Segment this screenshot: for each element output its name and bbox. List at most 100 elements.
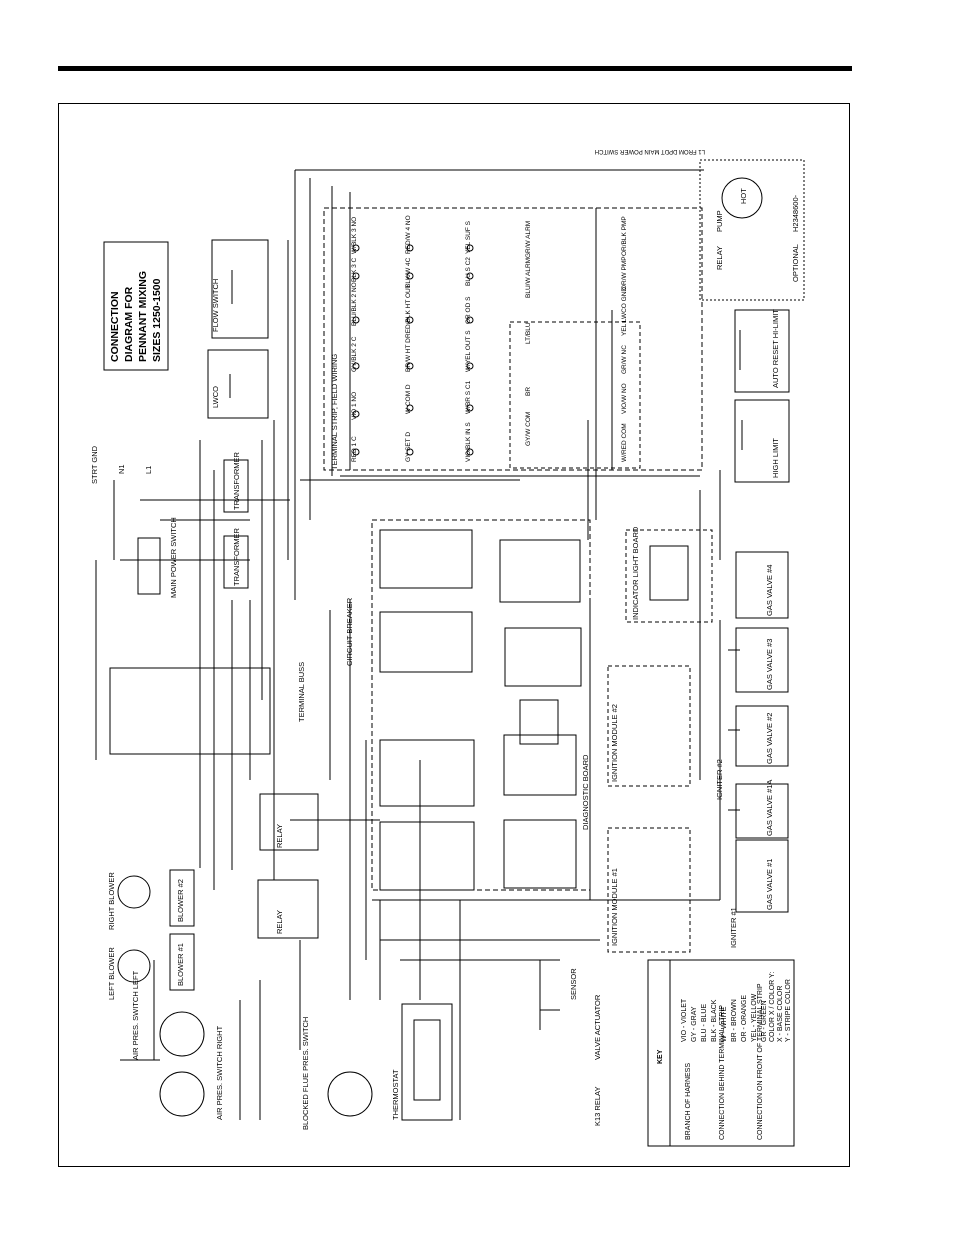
- gas-valve-1a: GAS VALVE #1A: [765, 780, 774, 836]
- ts-r3-3: OR OD S: [465, 296, 472, 324]
- ignition-module-2-label: IGNITION MODULE #2: [610, 704, 619, 782]
- igniter-2-label: IGNITER #2: [715, 759, 724, 800]
- gas-valve-1: GAS VALVE #1: [765, 859, 774, 910]
- gas-valve-4: GAS VALVE #4: [765, 565, 774, 616]
- diagnostic-board-box: [371, 519, 591, 891]
- blower-1-label: BLOWER #1: [176, 943, 185, 986]
- flow-switch-label: FLOW SWITCH: [211, 279, 220, 332]
- blower-2-label: BLOWER #2: [176, 879, 185, 922]
- n1-label: N1: [117, 464, 126, 474]
- strt-gnd: STRT GND: [90, 445, 99, 484]
- key-note-0: COLOR X / COLOR Y:: [769, 972, 776, 1042]
- ts-r4-4: GR/W ALRM: [525, 221, 532, 258]
- key-conn-front: CONNECTION ON FRONT OF TERMINAL STRIP: [757, 983, 764, 1140]
- relay-k7-label: RELAY: [275, 824, 284, 848]
- key-branch: BRANCH OF HARNESS: [685, 1063, 692, 1140]
- key-color-7: YEL - YELLOW: [751, 993, 758, 1042]
- ts-r2-0: GY SET D: [405, 432, 412, 462]
- sensor-label: SENSOR: [569, 968, 578, 1000]
- igniter-1-label: IGNITER #1: [729, 907, 738, 948]
- ts-r3-4: BLU S C2: [465, 257, 472, 286]
- key-color-2: BLU - BLUE: [701, 1004, 708, 1042]
- circuit-breaker-label: CIRCUIT BREAKER: [345, 597, 354, 666]
- ts-r5-4: OR/W PMP: [621, 256, 628, 290]
- transformer-2-label: TRANSFORMER: [232, 528, 241, 587]
- ts-r1-1: VIO 1 NO: [351, 392, 358, 420]
- key-box: [647, 959, 795, 1147]
- ts-r5-0: W/RED COM: [621, 423, 628, 462]
- key-note-2: Y - STRIPE COLOR: [785, 979, 792, 1042]
- ts-r3-1: W/BR S C1: [465, 380, 472, 414]
- ts-r1-3: BLU/BLK 2 NO: [351, 282, 358, 326]
- key-conn-behind: CONNECTION BEHIND TERMINAL STRIP: [719, 1005, 726, 1140]
- title-line-3: PENNANT MIXING: [137, 271, 149, 362]
- ts-r4-3: BLU/W ALRM: [525, 258, 532, 298]
- ts-r2-4: BLK/W 4C: [405, 257, 412, 288]
- auto-reset-box: [734, 309, 790, 393]
- ts-r5-3: YEL LWCO GND: [621, 287, 628, 336]
- auto-reset-label: AUTO RESET HI-LIMIT: [771, 309, 780, 388]
- thermostat-box: [401, 1003, 453, 1121]
- ts-r4-1: BR: [525, 387, 532, 396]
- relay-label: RELAY: [715, 246, 724, 270]
- ts-r5-5: OR/BLK PMP: [621, 216, 628, 256]
- key-color-8: GR - GREEN: [761, 1000, 768, 1042]
- key-color-5: BR - BROWN: [731, 999, 738, 1042]
- gas-valve-2: GAS VALVE #2: [765, 713, 774, 764]
- ts-r4-0: GY/W COM: [525, 412, 532, 446]
- optional-label: OPTIONAL: [791, 244, 800, 282]
- right-blower-label: RIGHT BLOWER: [107, 872, 116, 930]
- ts-r2-1: W COM D: [405, 384, 412, 414]
- ts-r2-5: RED/W 4 NO: [405, 215, 412, 254]
- valve-actuator-label: VALVE ACTUATOR: [593, 994, 602, 1060]
- flow-switch-box: [211, 239, 269, 339]
- optional-pump-box: [699, 159, 805, 301]
- key-color-3: BLK - BLACK: [711, 999, 718, 1042]
- relay-k6-label: RELAY: [275, 910, 284, 934]
- terminal-buss: [109, 667, 271, 755]
- high-limit-label: HIGH LIMIT: [771, 438, 780, 478]
- left-blower-label: LEFT BLOWER: [107, 947, 116, 1000]
- ignition-module-1-label: IGNITION MODULE #1: [610, 868, 619, 946]
- l1-note: L1 FROM DPDT MAIN POWER SWITCH: [595, 148, 705, 154]
- lwco-box: [207, 349, 269, 419]
- ts-r1-2: GY/BLK 2 C: [351, 336, 358, 372]
- blocked-flue-label: BLOCKED FLUE PRES. SWITCH: [301, 1017, 310, 1130]
- gas-valve-3: GAS VALVE #3: [765, 639, 774, 690]
- top-rule: [58, 66, 852, 71]
- terminal-buss-label: TERMINAL BUSS: [297, 662, 306, 722]
- high-limit-box: [734, 399, 790, 483]
- diagnostic-board-label: DIAGNOSTIC BOARD: [581, 754, 590, 830]
- air-pres-left-label: AIR PRES. SWITCH LEFT: [131, 970, 140, 1060]
- key-color-6: OR - ORANGE: [741, 995, 748, 1042]
- l1-label: L1: [144, 466, 153, 474]
- ts-r5-1: VIO/W NO: [621, 383, 628, 414]
- key-title: KEY: [657, 1049, 664, 1064]
- ts-r2-2: BR/W HT D: [405, 338, 412, 372]
- key-color-1: GY - GRAY: [691, 1006, 698, 1042]
- title-box: [103, 241, 169, 371]
- air-pres-right-label: AIR PRES. SWITCH RIGHT: [215, 1025, 224, 1120]
- ts-r5-2: GR/W NC: [621, 345, 628, 374]
- main-power-switch-label: MAIN POWER SWITCH: [169, 517, 178, 598]
- k13-relay-label: K13 RELAY: [593, 1087, 602, 1126]
- ts-r4-2: LT/BLU: [525, 322, 532, 344]
- pump-label: PUMP: [715, 210, 724, 232]
- title-line-2: DIAGRAM FOR: [123, 286, 135, 362]
- title-line-4: SIZES 1250-1500: [151, 278, 163, 362]
- key-color-4: W - WHITE: [721, 1006, 728, 1042]
- thermostat-label: THERMOSTAT: [391, 1069, 400, 1120]
- hot-label: HOT: [739, 188, 748, 204]
- ts-r2-3: RED/BLK HT OUT: [405, 284, 412, 338]
- ts-r3-5: YEL SUF S: [465, 220, 472, 254]
- ts-r3-2: W/YEL OUT S: [465, 330, 472, 372]
- key-color-0: VIO - VIOLET: [681, 998, 688, 1042]
- transformer-1-label: TRANSFORMER: [232, 452, 241, 511]
- ts-r3-0: VIO/BLK IN S: [465, 422, 472, 462]
- diagram-frame: [58, 103, 850, 1167]
- indicator-light-label: INDICATOR LIGHT BOARD: [631, 526, 640, 620]
- terminal-strip-label: TERMINAL STRIP, FIELD WIRING: [330, 354, 339, 470]
- drawing-number: H2348600-: [791, 194, 800, 232]
- ts-r1-5: W/BLK 3 NO: [351, 217, 358, 254]
